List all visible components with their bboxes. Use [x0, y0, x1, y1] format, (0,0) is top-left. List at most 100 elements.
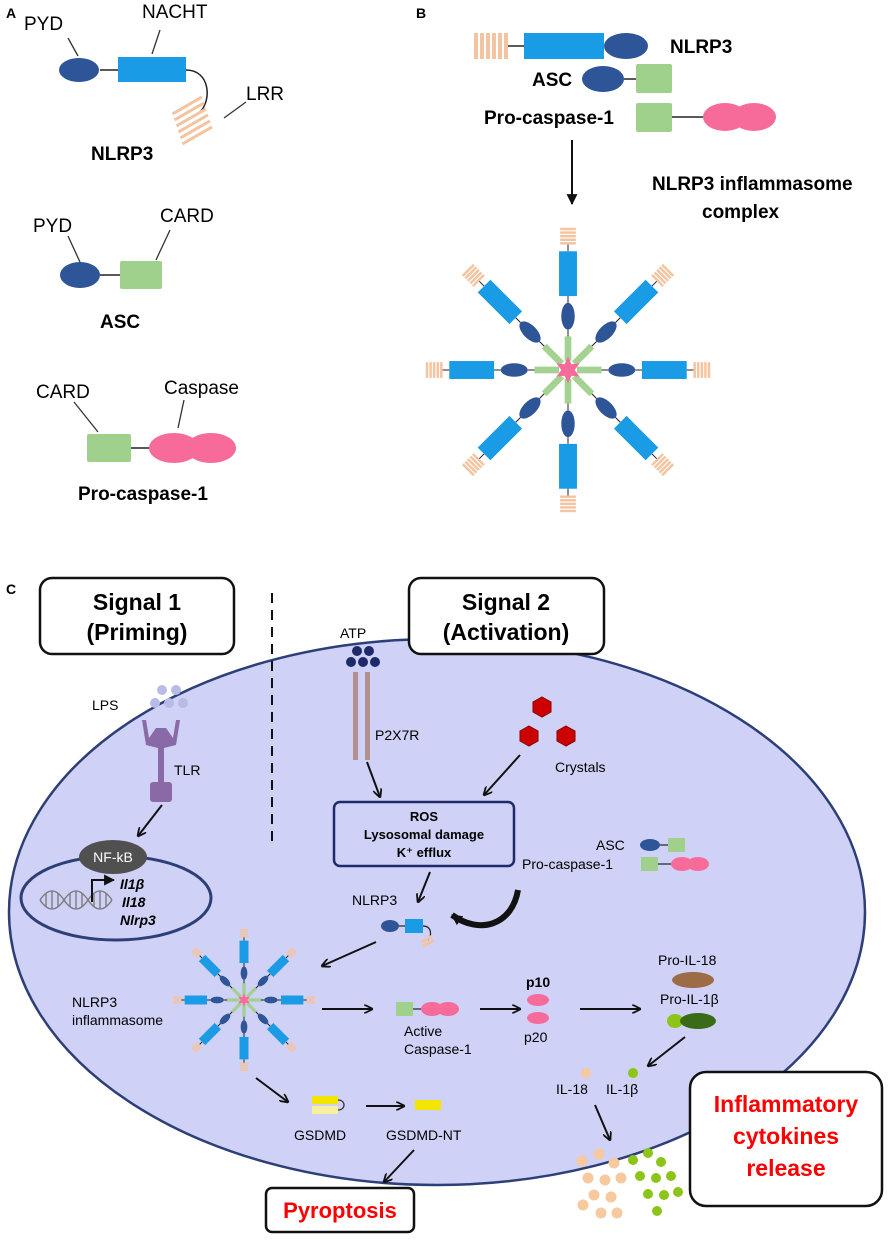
inflammasome-spoke: [461, 263, 565, 367]
nlrp3-name: NLRP3: [91, 144, 153, 165]
il18-label: IL-18: [556, 1081, 588, 1097]
pro-il1b-label: Pro-IL-1β: [660, 991, 719, 1007]
inflammasome-spoke: [576, 361, 711, 379]
inflammasome-spoke: [559, 227, 577, 362]
lrr-label: LRR: [246, 84, 284, 105]
released-il18: [576, 1148, 627, 1219]
inflammasome-spoke: [239, 1004, 249, 1072]
ros-label: ROS: [410, 809, 439, 824]
p2x7r-receptor: [353, 672, 370, 760]
asc-card-label: CARD: [160, 206, 214, 227]
b-complex-label-2: complex: [702, 202, 780, 223]
release-label-3: release: [746, 1155, 825, 1181]
pyroptosis-box: Pyroptosis: [264, 1186, 416, 1234]
procasp-card-label: CARD: [36, 382, 90, 403]
tlr-nfkb-arrow: [138, 804, 163, 836]
b-nlrp3-label: NLRP3: [670, 37, 732, 58]
nfkb-label: NF-kB: [93, 849, 133, 865]
panel-c-letter: C: [6, 581, 16, 597]
p2x7r-ros-arrow: [366, 761, 380, 797]
procasp-card-domain: [87, 434, 131, 462]
asc-pyd-label: PYD: [33, 216, 72, 237]
k-efflux-label: K⁺ efflux: [397, 845, 452, 860]
cytokine-release-arrow: [594, 1104, 610, 1140]
c-procasp-molecule: Pro-caspase-1: [522, 856, 709, 872]
b-asc-label: ASC: [532, 70, 572, 91]
inflammasome-spoke: [239, 928, 249, 996]
crystals-ros-arrow: [484, 754, 521, 795]
gsdmd-label: GSDMD: [294, 1127, 346, 1143]
gsdmd-pyroptosis-arrow: [384, 1149, 415, 1182]
inflammasome-spoke: [571, 263, 675, 367]
atp-label: ATP: [340, 625, 366, 641]
recruitment-curved-arrow: [450, 889, 521, 929]
nacht-label: NACHT: [142, 2, 208, 23]
inflammasome-spoke: [571, 373, 675, 477]
c-nlrp3-label: NLRP3: [352, 892, 397, 908]
p10-fragment: [527, 994, 549, 1006]
inflammasome-spoke: [190, 1001, 243, 1054]
tlr-receptor: [142, 720, 180, 802]
lysosomal-label: Lysosomal damage: [364, 827, 484, 842]
atp-molecules: [346, 646, 380, 667]
ros-nlrp3-arrow: [418, 871, 431, 902]
nlrp3-pyd-label: PYD: [24, 14, 63, 35]
active-caspase-molecule: Active Caspase-1: [396, 1002, 472, 1057]
release-label-1: Inflammatory: [714, 1091, 859, 1117]
pyd-domain: [59, 58, 99, 82]
b-asc-molecule: ASC: [532, 64, 672, 93]
signal2-box: Signal 2 (Activation): [407, 576, 606, 656]
procasp-name: Pro-caspase-1: [78, 484, 208, 505]
active-label: Active: [404, 1023, 442, 1039]
inflammasome-spoke: [559, 378, 577, 513]
caspase1-label: Caspase-1: [404, 1041, 472, 1057]
pro-il18-label: Pro-IL-18: [658, 952, 717, 968]
lrr-domain: [171, 95, 213, 146]
ros-box: ROS Lysosomal damage K⁺ efflux: [332, 800, 516, 868]
nfkb-node: [79, 840, 147, 874]
transcription-arrow: [91, 874, 116, 902]
gene-il18: Il18: [122, 894, 146, 910]
c-procasp-label: Pro-caspase-1: [522, 856, 613, 872]
b-procasp-label: Pro-caspase-1: [484, 108, 614, 129]
p10-p20-fragments: [527, 994, 549, 1024]
panel-c: C Signal 1 (Priming) Signal 2 (Activatio…: [6, 576, 884, 1234]
caspase-domain-right: [186, 433, 236, 463]
b-nlrp3-molecule: NLRP3: [474, 33, 732, 59]
signal2-title: Signal 2: [462, 589, 550, 615]
panel-a-letter: A: [6, 5, 16, 21]
pro-il18-molecule: [672, 972, 714, 988]
gene-il1b: Il1β: [120, 876, 145, 892]
inflammasome-spoke: [248, 995, 316, 1005]
signal1-title: Signal 1: [93, 589, 181, 615]
crystals-icon: [519, 696, 576, 747]
asc-structure: PYD CARD ASC: [33, 206, 214, 333]
nlrp3-structure: PYD NACHT LRR NLRP3: [24, 2, 284, 165]
inflammasome-spoke: [425, 361, 560, 379]
c-inflammasome-wheel: [172, 928, 316, 1072]
inflammasome-spoke: [172, 995, 240, 1005]
inflammasome-spoke: [190, 946, 243, 999]
dna-icon: [39, 890, 113, 910]
gsdmd-molecule: GSDMD: [294, 1096, 346, 1143]
il1b-molecule: [628, 1068, 638, 1078]
nacht-domain: [118, 57, 186, 82]
caspase-label: Caspase: [164, 378, 239, 399]
b-complex-label-1: NLRP3 inflammasome: [652, 174, 853, 195]
caspase-core: [238, 993, 250, 1007]
pyroptosis-label: Pyroptosis: [283, 1198, 397, 1223]
cytokine-release-box: Inflammatory cytokines release: [688, 1070, 884, 1208]
asc-pyd-domain: [60, 262, 100, 288]
b-inflammasome-wheel: [425, 227, 711, 513]
p2x7r-label: P2X7R: [375, 727, 419, 743]
signal2-subtitle: (Activation): [443, 619, 570, 645]
inflammasome-label-2: inflammasome: [72, 1012, 163, 1028]
gsdmd-nt-molecule: [415, 1100, 441, 1110]
p10-label: p10: [526, 974, 550, 990]
c-asc-molecule: ASC: [596, 837, 685, 853]
tlr-label: TLR: [174, 762, 200, 778]
il18-molecule: [581, 1068, 591, 1078]
p20-fragment: [527, 1012, 549, 1024]
procasp-structure: CARD Caspase Pro-caspase-1: [36, 378, 239, 505]
signal1-box: Signal 1 (Priming): [38, 576, 236, 656]
